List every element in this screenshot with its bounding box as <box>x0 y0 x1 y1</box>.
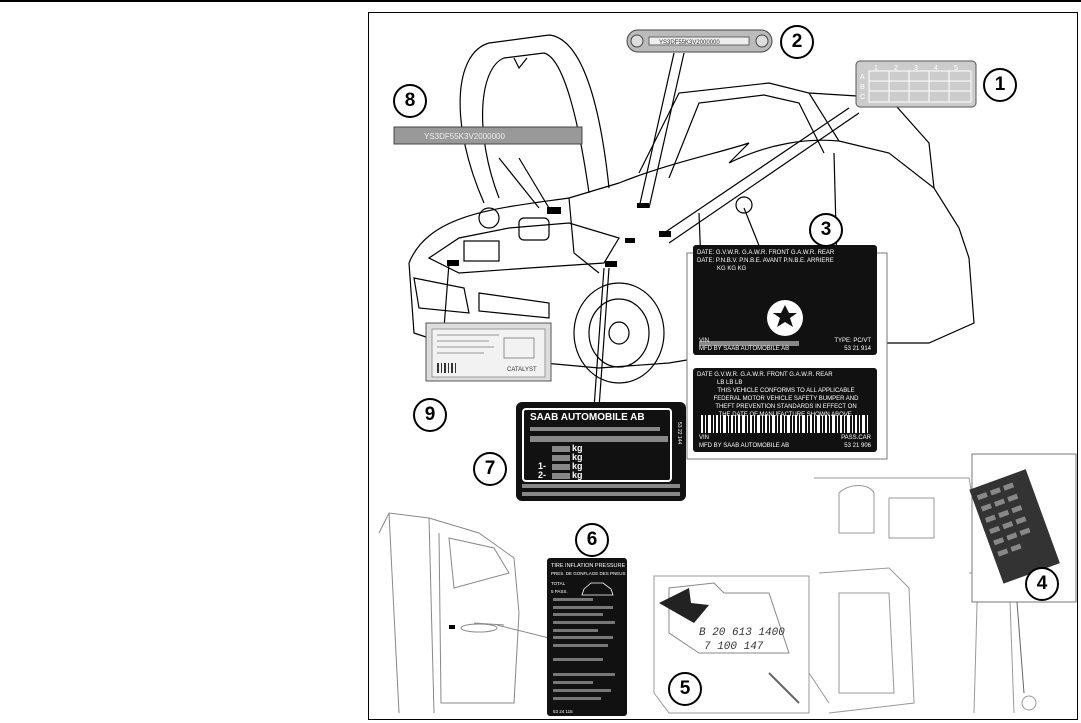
label7-title: SAAB AUTOMOBILE AB <box>530 412 645 423</box>
label1-col-2: 2 <box>894 65 898 72</box>
callout-2: 2 <box>780 25 814 59</box>
label3a-code: 53 21 914 <box>844 346 871 352</box>
label1-col-4: 4 <box>934 65 938 72</box>
label7-frame: SAAB AUTOMOBILE AB kg kg 1- kg 2- kg <box>522 408 672 482</box>
label3a-vin: VIN <box>699 338 710 344</box>
callout-8: 8 <box>393 84 427 118</box>
label1-col-1: 1 <box>874 65 878 72</box>
vehicle-identification-diagram: 1 2 3 4 5 A B C YS3DF55K3V2000000 YS3DF5… <box>368 12 1078 720</box>
callout-6: 6 <box>575 523 609 557</box>
label3b-units: LB LB LB <box>717 380 743 386</box>
label3a-line1: DATE: G.V.W.R. G.A.W.R. FRONT G.A.W.R. R… <box>697 250 835 256</box>
label6-text: TIRE INFLATION PRESSURE PRES. DE GONFLAG… <box>551 562 626 714</box>
label3b-text3: THEFT PREVENTION STANDARDS IN EFFECT ON <box>715 404 857 410</box>
label6-title: TIRE INFLATION PRESSURE <box>551 563 626 569</box>
label7-kg-4: kg <box>572 470 583 480</box>
label3a-units: KG KG KG <box>717 266 747 272</box>
callout-1: 1 <box>983 68 1017 102</box>
label7-plate: SAAB AUTOMOBILE AB kg kg 1- kg 2- kg 53 … <box>516 402 686 501</box>
label9-text: CATALYST <box>507 367 537 373</box>
label3a-text: DATE: G.V.W.R. G.A.W.R. FRONT G.A.W.R. R… <box>697 249 875 353</box>
label2-plate <box>626 29 773 53</box>
label3a-line2: DATE: P.N.B.V. P.N.B.E. AVANT P.N.B.E. A… <box>697 258 834 264</box>
label3b-text: DATE G.V.W.R. G.A.W.R. FRONT G.A.W.R. RE… <box>697 371 875 451</box>
label7-kg-3: kg <box>572 461 583 471</box>
callout-3: 3 <box>809 213 843 247</box>
label5-line1: B 20 613 1400 <box>699 627 785 639</box>
label7-kg-1: kg <box>572 443 583 453</box>
label1-col-3: 3 <box>914 65 918 72</box>
label5-line2: 7 100 147 <box>704 641 764 653</box>
label1-plate <box>855 60 977 108</box>
label2-text: YS3DF55K3V2000000 <box>659 40 720 46</box>
label1-row-C: C <box>860 94 865 101</box>
callout-5: 5 <box>668 672 702 706</box>
label6-pass: 5 PASS. <box>551 589 568 594</box>
label3b-type: PASS.CAR <box>841 435 871 441</box>
label7-axle2: 2- <box>538 470 547 480</box>
label6-code: 53 24 115 <box>553 709 573 714</box>
top-rule <box>0 0 1081 2</box>
label3b-text1: THIS VEHICLE CONFORMS TO ALL APPLICABLE <box>717 388 855 394</box>
label3a-type: TYPE: PC/VT <box>834 338 871 344</box>
callout-4: 4 <box>1025 567 1059 601</box>
label3b-mfd: MFD BY SAAB AUTOMOBILE AB <box>699 443 790 449</box>
label3b-code: 53 21 906 <box>844 443 871 449</box>
label3b-vin: VIN <box>699 435 710 441</box>
callout-7: 7 <box>473 452 507 486</box>
label3b-text2: FEDERAL MOTOR VEHICLE SAFETY BUMPER AND <box>713 396 859 402</box>
label7-axle1: 1- <box>538 461 547 471</box>
label3b-line1: DATE G.V.W.R. G.A.W.R. FRONT G.A.W.R. RE… <box>697 372 833 378</box>
car-line-drawing: 1 2 3 4 5 A B C YS3DF55K3V2000000 YS3DF5… <box>378 29 1077 716</box>
label7-kg-2: kg <box>572 452 583 462</box>
callout-9: 9 <box>413 398 447 432</box>
label8-text: YS3DF55K3V2000000 <box>424 132 506 141</box>
label1-col-5: 5 <box>954 65 958 72</box>
label7-code: 53 22 144 <box>676 422 682 445</box>
label6-total: TOTAL <box>551 581 566 586</box>
label3b-text4: THE DATE OF MANUFACTURE SHOWN ABOVE. <box>718 412 854 418</box>
label1-row-A: A <box>860 74 865 81</box>
label8-plate <box>393 126 583 145</box>
label3a-mfd: MFD BY SAAB AUTOMOBILE AB <box>699 346 790 352</box>
label1-row-B: B <box>860 84 865 91</box>
label6-subtitle: PRES. DE GONFLAGE DES PNEUS <box>551 571 626 576</box>
